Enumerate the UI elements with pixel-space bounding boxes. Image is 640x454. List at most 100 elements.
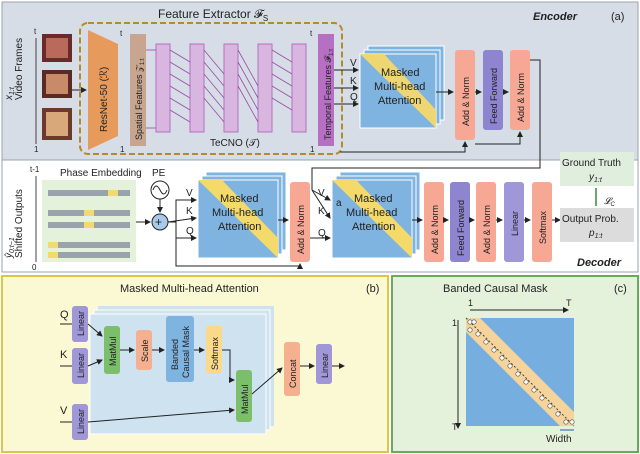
- tecno-network: [146, 43, 307, 133]
- panel-c: Banded Causal Mask (c) 1 T 1 T Width: [391, 275, 639, 453]
- spatial-axis-bottom: 1: [120, 145, 125, 154]
- svg-text:Attention: Attention: [352, 221, 395, 233]
- linear-k: [72, 348, 88, 384]
- svg-text:a: a: [336, 198, 342, 209]
- decoder-feed-forward: [450, 182, 470, 262]
- svg-text:Add & Norm: Add & Norm: [482, 205, 492, 254]
- svg-text:Linear: Linear: [76, 409, 86, 434]
- decoder-add-norm-2: [424, 182, 444, 262]
- enc-axis-bottom: 1: [34, 145, 39, 154]
- tecno-column: [257, 43, 273, 133]
- svg-text:Masked: Masked: [354, 193, 393, 205]
- dec-axis-top: t-1: [30, 165, 40, 174]
- tecno-column: [291, 43, 307, 133]
- svg-text:Softmax: Softmax: [210, 336, 220, 370]
- encoder-k: K: [350, 76, 357, 87]
- encoder-label: Encoder: [533, 11, 578, 23]
- video-frames-stack: [42, 34, 72, 140]
- svg-text:T: T: [566, 298, 572, 308]
- svg-text:Feed Forward: Feed Forward: [456, 200, 466, 256]
- svg-text:Q: Q: [186, 226, 194, 237]
- phase-bars: [48, 190, 130, 258]
- decoder-softmax: [532, 182, 552, 262]
- feature-extractor-title: Feature Extractor 𝓕S: [158, 7, 268, 23]
- svg-text:MatMul: MatMul: [108, 336, 118, 366]
- svg-text:Output Prob.: Output Prob.: [562, 214, 619, 225]
- tecno-column: [223, 43, 239, 133]
- video-frame: [46, 112, 68, 136]
- tecno-label: TeCNO (𝒯): [210, 138, 260, 149]
- svg-text:Linear: Linear: [76, 311, 86, 336]
- svg-text:Multi-head: Multi-head: [212, 207, 263, 219]
- video-frame: [46, 38, 68, 58]
- svg-text:Softmax: Softmax: [538, 210, 548, 244]
- svg-text:Attention: Attention: [218, 221, 261, 233]
- panel-b: Masked Multi-head Attention (b) Q K V Li…: [1, 275, 389, 453]
- spatial-axis-top: t: [120, 29, 123, 38]
- svg-text:Q: Q: [60, 309, 69, 321]
- svg-text:V: V: [60, 405, 68, 417]
- shifted-var: ŷ0:t−1: [4, 237, 16, 259]
- linear-v: [72, 404, 88, 440]
- linear-out: [316, 344, 332, 384]
- svg-text:1: 1: [468, 298, 473, 308]
- width-label: Width: [546, 434, 572, 445]
- svg-text:y1:t: y1:t: [588, 172, 603, 184]
- encoder-mha-line3: Attention: [378, 95, 421, 107]
- decoder-mha2-stack: [331, 171, 421, 259]
- matmul-1: [104, 326, 120, 374]
- softmax-block: [206, 326, 222, 374]
- svg-text:K: K: [60, 349, 68, 361]
- encoder-v: V: [350, 58, 357, 69]
- panel-a-tag: (a): [611, 11, 624, 23]
- tecno-column: [189, 43, 205, 133]
- decoder-linear: [504, 182, 524, 262]
- video-frames-var: x1:t: [4, 86, 16, 101]
- spatial-label: Spatial Features 𝒵1:t: [134, 58, 146, 140]
- panel-b-tag: (b): [366, 283, 379, 295]
- dec-axis-bottom: 0: [32, 263, 37, 272]
- mask-dots: [467, 319, 575, 425]
- spatial-features-block: [130, 34, 146, 146]
- encoder-mha-stack: [359, 45, 445, 129]
- svg-text:Linear: Linear: [510, 211, 520, 236]
- tecno-column: [155, 43, 171, 133]
- temporal-features-block: [318, 34, 334, 146]
- video-frames-label: Video Frames: [14, 38, 25, 100]
- shifted-outputs-label: Shifted Outputs: [14, 189, 25, 258]
- decoder-add-norm-1: [290, 182, 310, 262]
- resnet-label: ResNet-50 (ℛ): [99, 67, 110, 132]
- svg-text:Scale: Scale: [140, 339, 150, 362]
- temporal-label: Temporal Features 𝓕1:t: [323, 49, 335, 140]
- encoder-mha-line1: Masked: [381, 67, 420, 79]
- pe-label: PE: [152, 168, 166, 179]
- encoder-q: Q: [350, 92, 358, 103]
- panel-a: Encoder (a) Decoder Feature Extractor 𝓕S…: [1, 1, 639, 273]
- decoder-add-norm-3: [476, 182, 496, 262]
- svg-text:Add & Norm: Add & Norm: [430, 205, 440, 254]
- output-prob-box: [560, 208, 634, 242]
- svg-text:p1:t: p1:t: [588, 228, 603, 240]
- mha-panel-title: Masked Multi-head Attention: [120, 283, 259, 295]
- svg-text:V: V: [186, 188, 193, 199]
- encoder-mha-line2: Multi-head: [374, 81, 425, 93]
- svg-text:1: 1: [452, 318, 457, 328]
- banded-mask-block: [166, 316, 194, 382]
- svg-text:Q: Q: [318, 228, 326, 239]
- matmul-2: [236, 370, 252, 422]
- decoder-mha1-stack: [197, 171, 287, 259]
- svg-text:Banded: Banded: [170, 339, 180, 370]
- ground-truth-box: [560, 152, 634, 186]
- svg-text:Feed Forward: Feed Forward: [489, 68, 499, 124]
- resnet-block: [88, 30, 118, 150]
- panel-c-tag: (c): [614, 283, 627, 295]
- encoder-add-norm-1: [455, 50, 475, 140]
- encoder-add-norm-2: [510, 50, 530, 130]
- svg-text:T: T: [452, 422, 458, 432]
- scale-block: [136, 330, 152, 370]
- video-frame: [46, 74, 68, 94]
- svg-text:Add & Norm: Add & Norm: [461, 77, 471, 126]
- svg-text:Multi-head: Multi-head: [346, 207, 397, 219]
- svg-text:V: V: [318, 188, 325, 199]
- svg-text:Causal Mask: Causal Mask: [181, 325, 191, 378]
